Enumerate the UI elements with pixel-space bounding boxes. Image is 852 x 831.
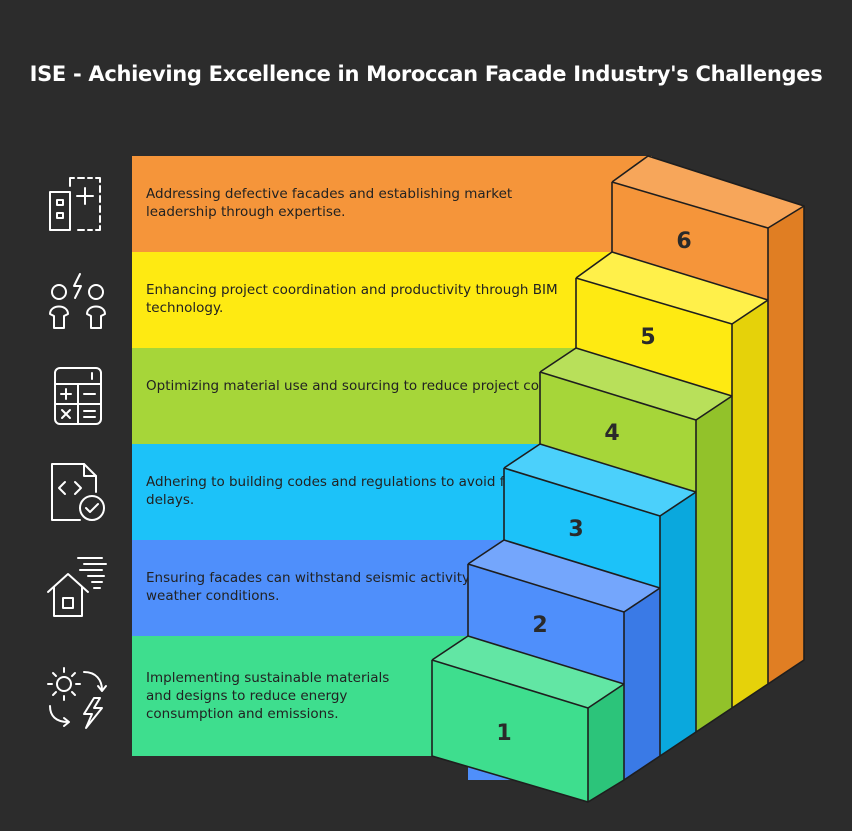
band-step-1: [132, 636, 472, 756]
step-1-text: Implementing sustainable materials and d…: [146, 670, 390, 722]
building-plus-icon: [49, 177, 101, 231]
step-2-text: Ensuring facades can withstand seismic a…: [146, 570, 561, 604]
step-4-text: Optimizing material use and sourcing to …: [146, 378, 563, 394]
code-document-check-icon: [51, 463, 105, 521]
sun-energy-cycle-icon: [47, 667, 107, 729]
step-5-text: Enhancing project coordination and produ…: [146, 282, 558, 316]
step-number-6: 6: [676, 229, 691, 254]
band-step-3: [132, 444, 542, 540]
people-lightning-icon: [49, 273, 106, 329]
step-number-4: 4: [604, 421, 619, 446]
step-number-1: 1: [496, 721, 511, 746]
band-step-4: [132, 348, 577, 444]
band-step-2: [132, 540, 507, 636]
step-number-5: 5: [640, 325, 655, 350]
band-step-6: [132, 156, 652, 252]
page-title: ISE - Achieving Excellence in Moroccan F…: [29, 62, 823, 86]
step-number-3: 3: [568, 517, 583, 542]
step-6-text: Addressing defective facades and establi…: [146, 186, 513, 220]
band-step-5: [132, 252, 612, 348]
step-number-2: 2: [532, 613, 547, 638]
calculator-icon: [54, 367, 102, 425]
stair-step-1: [432, 636, 624, 802]
house-wind-icon: [47, 557, 107, 617]
stair-outlines: [431, 155, 805, 803]
step-3-text: Adhering to building codes and regulatio…: [146, 474, 562, 508]
